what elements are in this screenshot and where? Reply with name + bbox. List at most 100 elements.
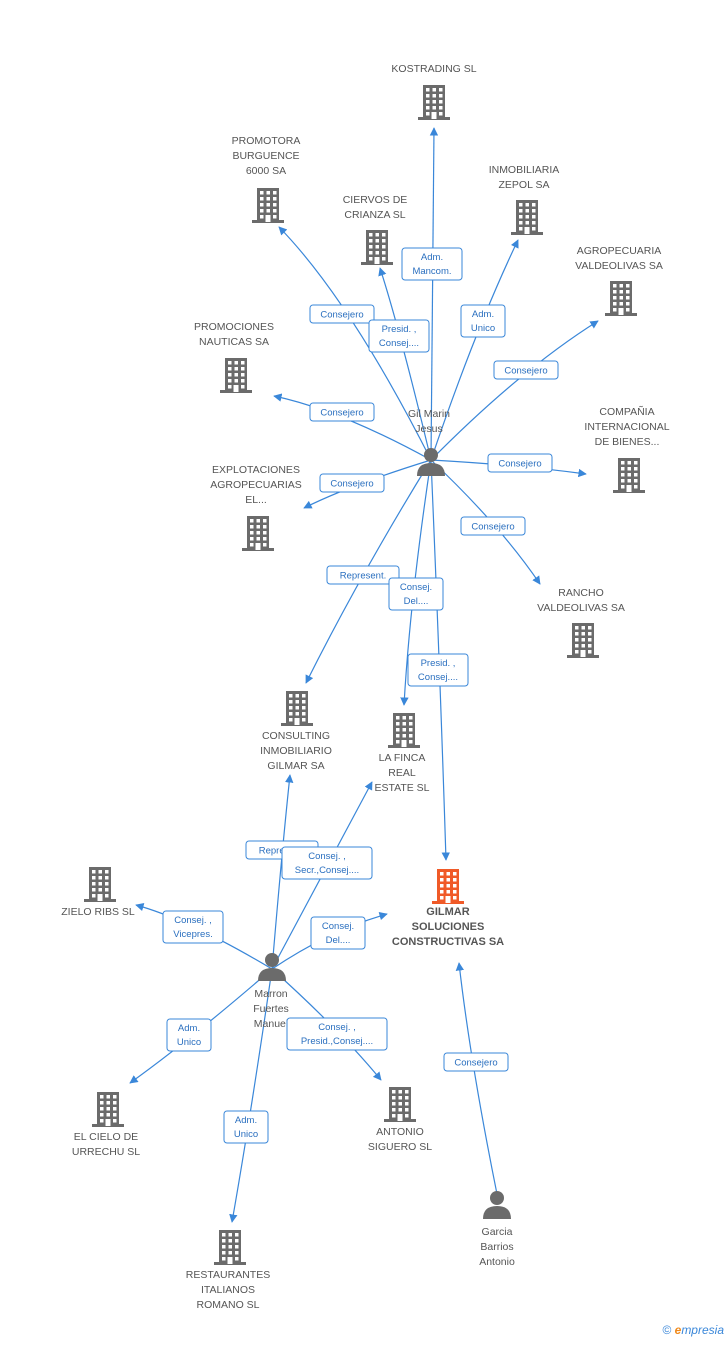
edge-label-box xyxy=(487,453,553,473)
node-label: 6000 SA xyxy=(246,165,286,177)
building-icon xyxy=(418,85,450,120)
edge-gilmarin-kostrading xyxy=(429,127,439,461)
building-icon xyxy=(605,281,637,316)
node-label: ESTATE SL xyxy=(374,782,429,794)
building-icon xyxy=(388,713,420,748)
edge-label-box xyxy=(223,1110,269,1144)
edge-label-text: Mancom. xyxy=(412,266,451,277)
edge-label-text: Presid.,Consej.... xyxy=(301,1036,373,1047)
node-label: Fuertes xyxy=(253,1003,289,1015)
edge-label[interactable]: Presid. ,Consej.... xyxy=(407,653,469,687)
node-kostrading[interactable]: KOSTRADING SL xyxy=(391,63,477,120)
node-label: Gil Marin xyxy=(408,408,450,420)
node-label: GILMAR xyxy=(426,906,469,918)
edge-label-box xyxy=(162,910,224,944)
edge-label-text: Del.... xyxy=(404,596,429,607)
edge-label-text: Adm. xyxy=(421,252,443,263)
edge-marron-restaurantes xyxy=(229,968,273,1223)
edge-label[interactable]: Consej. ,Vicepres. xyxy=(162,910,224,944)
edge-label[interactable]: Represent. xyxy=(326,565,400,585)
node-label: CIERVOS DE xyxy=(343,194,408,206)
edge-label-text: Consejero xyxy=(454,1058,497,1069)
building-icon xyxy=(92,1092,124,1127)
edge-label-text: Consejero xyxy=(471,522,514,533)
node-label: Garcia xyxy=(482,1226,513,1238)
node-zielo[interactable]: ZIELO RIBS SL xyxy=(61,867,135,918)
edge-label-text: Consejero xyxy=(498,459,541,470)
node-label: SOLUCIONES xyxy=(412,921,485,933)
building-icon xyxy=(361,230,393,265)
person-icon xyxy=(258,953,286,981)
node-label: COMPAÑIA xyxy=(599,405,654,418)
edge-label-text: Represent. xyxy=(340,571,386,582)
edge-label[interactable]: Consej.Del.... xyxy=(388,577,444,611)
edge-label[interactable]: Adm. Mancom. xyxy=(401,247,463,281)
edge-label-box xyxy=(460,516,526,536)
edge-label-box xyxy=(309,402,375,422)
edge-label[interactable]: Consejero xyxy=(319,473,385,493)
node-label: PROMOCIONES xyxy=(194,321,274,333)
node-label: RANCHO xyxy=(558,587,604,599)
node-promotora[interactable]: PROMOTORA BURGUENCE 6000 SA xyxy=(232,135,301,223)
node-gilmar[interactable]: GILMAR SOLUCIONES CONSTRUCTIVAS SA xyxy=(392,869,504,948)
edge-label[interactable]: Consejero xyxy=(443,1052,509,1072)
node-label: Barrios xyxy=(480,1241,513,1253)
edge-label-text: Unico xyxy=(177,1037,201,1048)
edge-label[interactable]: Adm. Unico xyxy=(460,304,506,338)
edge-label-text: Presid. , xyxy=(421,658,456,669)
node-label: INTERNACIONAL xyxy=(584,421,669,433)
node-label: Marron xyxy=(254,988,287,1000)
copyright-symbol: © xyxy=(662,1323,672,1337)
edge-label[interactable]: Consejero xyxy=(487,453,553,473)
edge-label-box xyxy=(388,577,444,611)
node-label: PROMOTORA xyxy=(232,135,301,147)
edge-gilmarin-zepol xyxy=(430,239,519,461)
node-label: KOSTRADING SL xyxy=(391,63,476,75)
edge-label[interactable]: Presid. ,Consej.... xyxy=(368,319,430,353)
building-icon xyxy=(432,869,464,904)
node-label: BURGUENCE xyxy=(232,150,299,162)
edge-label[interactable]: Consejero xyxy=(309,402,375,422)
edge-label[interactable]: Adm.Unico xyxy=(223,1110,269,1144)
edge-label-box xyxy=(460,304,506,338)
building-icon xyxy=(567,623,599,658)
edge-label-box xyxy=(281,846,373,880)
edge-label-text: Consejero xyxy=(330,479,373,490)
building-icon xyxy=(214,1230,246,1265)
edge-label-box xyxy=(166,1018,212,1052)
node-compania[interactable]: COMPAÑIA INTERNACIONAL DE BIENES... xyxy=(584,405,670,493)
node-label: ANTONIO xyxy=(376,1126,424,1138)
building-icon xyxy=(84,867,116,902)
node-label: RESTAURANTES xyxy=(186,1269,270,1281)
edge-label[interactable]: Consej.Del.... xyxy=(310,916,366,950)
edge-label[interactable]: Consejero xyxy=(460,516,526,536)
edge-label-text: Adm. xyxy=(472,309,494,320)
edge-label[interactable]: Consejero xyxy=(309,304,375,324)
edge-garcia-gilmar xyxy=(455,962,498,1195)
node-label: DE BIENES... xyxy=(595,436,660,448)
edge-label-text: Unico xyxy=(471,323,495,334)
edge-label[interactable]: Consej. ,Secr.,Consej.... xyxy=(281,846,373,880)
node-label: CONSTRUCTIVAS SA xyxy=(392,936,504,948)
edge-label[interactable]: Consejero xyxy=(493,360,559,380)
edge-label[interactable]: Adm.Unico xyxy=(166,1018,212,1052)
edge-label-text: Consejero xyxy=(504,366,547,377)
edge-label[interactable]: Consej. ,Presid.,Consej.... xyxy=(286,1017,388,1051)
edge-gilmarin-agrovaldeolivas xyxy=(430,320,599,461)
node-label: GILMAR SA xyxy=(267,760,324,772)
node-explotaciones[interactable]: EXPLOTACIONESAGROPECUARIASEL... xyxy=(210,464,302,551)
